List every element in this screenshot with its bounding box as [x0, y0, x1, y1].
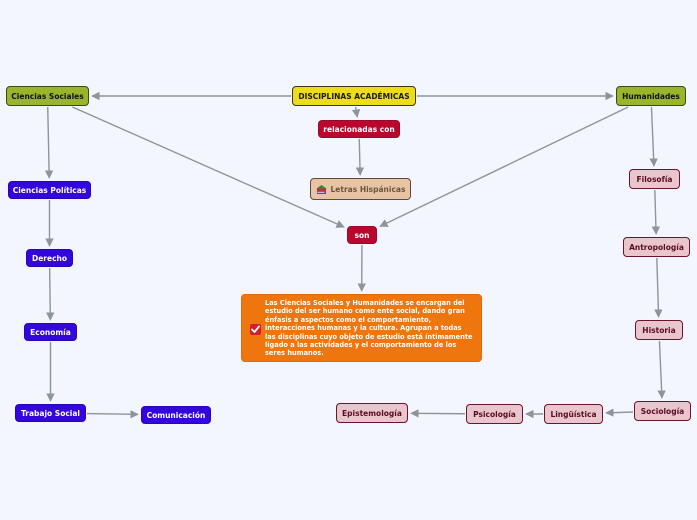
node-label: son: [354, 230, 370, 240]
central-topic-node[interactable]: DISCIPLINAS ACADÉMICAS: [292, 86, 416, 106]
node-linguistica[interactable]: Lingüística: [544, 404, 603, 424]
edge-ciencias_sociales-to-son: [72, 106, 345, 228]
edge-humanidades-to-son: [379, 106, 629, 227]
node-label: Trabajo Social: [20, 408, 81, 418]
edge-relacionadas_con-to-letras_hispanicas: [355, 138, 365, 176]
node-comunicacion[interactable]: Comunicación: [141, 406, 211, 424]
node-ciencias-politicas[interactable]: Ciencias Políticas: [8, 181, 91, 199]
edge-historia-to-sociologia: [657, 340, 666, 399]
node-label: DISCIPLINAS ACADÉMICAS: [298, 91, 410, 101]
node-epistemologia[interactable]: Epistemología: [336, 403, 408, 423]
branch-node-humanidades[interactable]: Humanidades: [616, 86, 686, 106]
node-label: Filosofía: [636, 174, 673, 184]
node-psicologia[interactable]: Psicología: [466, 404, 523, 424]
description-note[interactable]: Las Ciencias Sociales y Humanidades se e…: [241, 294, 482, 362]
node-economia[interactable]: Economía: [24, 323, 77, 341]
node-label: Humanidades: [622, 91, 680, 101]
connector-node-son[interactable]: son: [347, 226, 377, 244]
node-label: Lingüística: [550, 409, 597, 419]
edge-humanidades-to-filosofia: [649, 106, 658, 167]
books-icon: [316, 184, 327, 195]
node-label: Derecho: [31, 253, 68, 263]
edge-ciencias_sociales-to-ciencias_politicas: [44, 106, 54, 179]
edge-derecho-to-economia: [46, 267, 55, 321]
node-label: Ciencias Sociales: [11, 91, 84, 101]
edge-antropologia-to-historia: [654, 257, 663, 318]
checkmark-icon: [250, 324, 261, 335]
node-label: Psicología: [473, 409, 516, 419]
node-historia[interactable]: Historia: [635, 320, 683, 340]
node-label: Ciencias Políticas: [12, 185, 87, 195]
branch-node-ciencias-sociales[interactable]: Ciencias Sociales: [6, 86, 89, 106]
edge-root-to-relacionadas_con: [351, 106, 361, 118]
node-letras-hispanicas[interactable]: Letras Hispánicas: [310, 178, 411, 200]
node-derecho[interactable]: Derecho: [26, 249, 73, 267]
node-filosofia[interactable]: Filosofía: [629, 169, 680, 189]
note-text: Las Ciencias Sociales y Humanidades se e…: [265, 299, 473, 358]
node-label: relacionadas con: [323, 124, 395, 134]
node-label: Epistemología: [342, 408, 402, 418]
node-trabajo-social[interactable]: Trabajo Social: [15, 404, 86, 422]
node-label: Antropología: [629, 242, 684, 252]
node-label: Economía: [30, 327, 71, 337]
edge-sociologia-to-linguistica: [605, 408, 634, 417]
edge-trabajo_social-to-comunicacion: [86, 410, 139, 419]
connector-node-relacionadas-con[interactable]: relacionadas con: [318, 120, 400, 138]
node-label: Historia: [642, 325, 676, 335]
node-label: Sociología: [640, 406, 685, 416]
node-sociologia[interactable]: Sociología: [634, 401, 691, 421]
edge-filosofia-to-antropologia: [651, 189, 661, 235]
node-antropologia[interactable]: Antropología: [623, 237, 690, 257]
node-label: Comunicación: [146, 410, 206, 420]
node-label: Letras Hispánicas: [330, 184, 406, 194]
